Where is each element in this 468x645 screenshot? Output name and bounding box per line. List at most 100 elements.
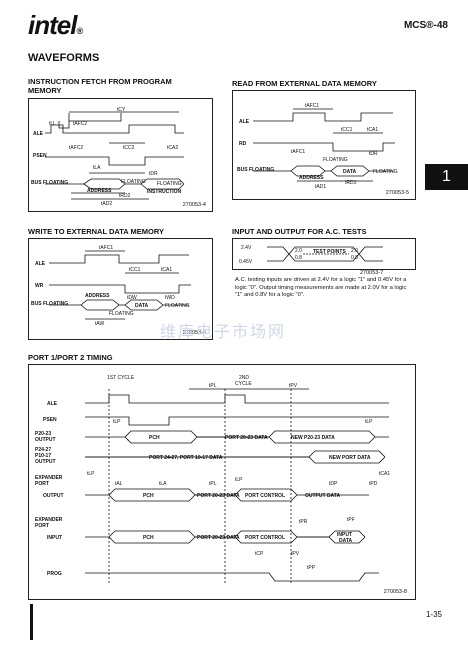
ac-test-note: A.C. testing inputs are driven at 2.4V f…: [235, 277, 407, 298]
tdp-label: tDP: [329, 481, 338, 487]
input-data1-label: INPUT: [337, 532, 352, 538]
tca1-label: tCA1: [367, 127, 378, 133]
v20a-label: 2.0: [295, 248, 302, 254]
expander1-label: EXPANDER: [35, 475, 63, 481]
instruction-label: INSTRUCTION: [147, 189, 182, 195]
page-heading: WAVEFORMS: [28, 52, 100, 64]
tad1-label: tAD1: [315, 184, 326, 190]
input-label: INPUT: [47, 535, 62, 541]
bus-floating-label: BUS FLOATING: [31, 301, 68, 307]
p2023-output-label: OUTPUT: [35, 437, 56, 443]
v08a-label: 0.8: [295, 255, 302, 261]
read-ext-title: READ FROM EXTERNAL DATA MEMORY: [232, 79, 377, 88]
tla-label: tLA: [159, 481, 167, 487]
v045-label: 0.45V: [239, 259, 253, 265]
pch3-label: PCH: [143, 535, 154, 541]
port-output-label: OUTPUT: [35, 459, 56, 465]
tpr-label: tPR: [299, 519, 308, 525]
cycle2a-label: 2ND: [239, 375, 249, 381]
tpf-label: tPF: [347, 517, 355, 523]
tpv2-label: tPV: [291, 551, 300, 557]
tpl2-label: tPL: [209, 481, 217, 487]
data-label: DATA: [343, 169, 357, 175]
tdr-label: tDR: [149, 171, 158, 177]
tafc2-label: tAFC2: [73, 121, 87, 127]
io-ac-waveform: 2.4V 0.45V 2.0 0.8 TEST POINTS 2.0 0.8: [239, 245, 383, 265]
newport-label: NEW PORT DATA: [329, 455, 371, 461]
page-number: 1-35: [425, 610, 442, 619]
tcc2-label: tCC2: [123, 145, 135, 151]
instr-fetch-waveform: tCY tLL tAFC2 ALE tAFC2 tCC2 tCA2 PSEN t…: [31, 107, 185, 207]
tpv-label: tPV: [289, 383, 298, 389]
tafc1b-label: tAFC1: [291, 149, 305, 155]
tafc1-label: tAFC1: [305, 103, 319, 109]
newp2023-label: NEW P20-23 DATA: [291, 435, 335, 441]
portctrl2-label: PORT CONTROL: [245, 535, 285, 541]
tal-label: tAL: [115, 481, 123, 487]
port-timing-waveform: 1ST CYCLE 2ND CYCLE tPL tPV ALE PSEN tLP…: [35, 375, 390, 585]
tdw-label: tDW: [127, 295, 137, 301]
tca1-label: tCA1: [379, 471, 390, 477]
prog-label: PROG: [47, 571, 62, 577]
cycle2b-label: CYCLE: [235, 381, 252, 387]
tlp-label: tLP: [113, 419, 121, 425]
port-timing-diagram: 1ST CYCLE 2ND CYCLE tPL tPV ALE PSEN tLP…: [28, 364, 416, 600]
instr-fetch-title: INSTRUCTION FETCH FROM PROGRAM MEMORY: [28, 77, 172, 95]
tdr-label: tDR: [369, 151, 378, 157]
twd-label: tWD: [165, 295, 175, 301]
tpd-label: tPD: [369, 481, 378, 487]
data-label: DATA: [135, 303, 149, 309]
expander1-port-label: PORT: [35, 481, 49, 487]
instr-fetch-diagram: tCY tLL tAFC2 ALE tAFC2 tCC2 tCA2 PSEN t…: [28, 98, 213, 212]
floating-label: FLOATING: [121, 179, 146, 185]
trd1-label: tRD1: [345, 180, 357, 186]
tcy-label: tCY: [117, 107, 126, 113]
tlp2-label: tLP: [365, 419, 373, 425]
cycle1-label: 1ST CYCLE: [107, 375, 135, 381]
tpp-label: tPP: [307, 565, 316, 571]
psen-label: PSEN: [33, 153, 47, 159]
v20b-label: 2.0: [351, 248, 358, 254]
margin-bar: [30, 604, 33, 640]
section-tab: 1: [425, 164, 468, 190]
figure-number: 270053-7: [360, 270, 384, 276]
floating2-label: FLOATING: [373, 169, 398, 175]
outdata-label: OUTPUT DATA: [305, 493, 340, 499]
p1017-label: P10-17: [35, 453, 51, 459]
ale-label: ALE: [239, 119, 250, 125]
taw-label: tAW: [95, 321, 105, 327]
tpl-label: tPL: [209, 383, 217, 389]
portctrl-label: PORT CONTROL: [245, 493, 285, 499]
exp1-output-label: OUTPUT: [43, 493, 64, 499]
bus-floating-label: BUS FLOATING: [237, 167, 274, 173]
pch-label: PCH: [149, 435, 160, 441]
read-ext-diagram: tAFC1 ALE RD tCC1 tCA1 tAFC1 tDR FLOATIN…: [232, 90, 416, 200]
write-ext-waveform: tAFC1 ALE tCC1 tCA1 WR ADDRESS tDW tWD B…: [31, 245, 191, 327]
v08b-label: 0.8: [351, 255, 358, 261]
ale-label: ALE: [33, 131, 44, 137]
pch2-label: PCH: [143, 493, 154, 499]
floating-label: FLOATING: [323, 157, 348, 163]
expander2-label: EXPANDER: [35, 517, 63, 523]
bus-floating-label: BUS FLOATING: [31, 180, 68, 186]
figure-number: 270053-6: [182, 330, 206, 336]
p2023-label: P20-23: [35, 431, 51, 437]
watermark: 维库电子市场网: [160, 324, 287, 341]
tafc1-label: tAFC1: [99, 245, 113, 251]
floating2-label: FLOATING: [165, 303, 190, 309]
wr-label: WR: [35, 283, 44, 289]
test-points-label: TEST POINTS: [313, 249, 346, 255]
port-timing-title: PORT 1/PORT 2 TIMING: [28, 353, 113, 362]
figure-number: 270053-4: [182, 202, 206, 208]
tlp3-label: tLP: [87, 471, 95, 477]
psen-label: PSEN: [43, 417, 57, 423]
input-data2-label: DATA: [339, 538, 353, 544]
trd2-label: tRD2: [119, 193, 131, 199]
expander2-port-label: PORT: [35, 523, 49, 529]
tll-label: tLL: [49, 121, 56, 127]
port2023b-label: PORT 20-23 DATA: [197, 493, 240, 499]
tad2-label: tAD2: [101, 201, 112, 207]
ale-label: ALE: [35, 261, 46, 267]
tlp4-label: tLP: [235, 477, 243, 483]
read-ext-waveform: tAFC1 ALE RD tCC1 tCA1 tAFC1 tDR FLOATIN…: [237, 103, 398, 190]
